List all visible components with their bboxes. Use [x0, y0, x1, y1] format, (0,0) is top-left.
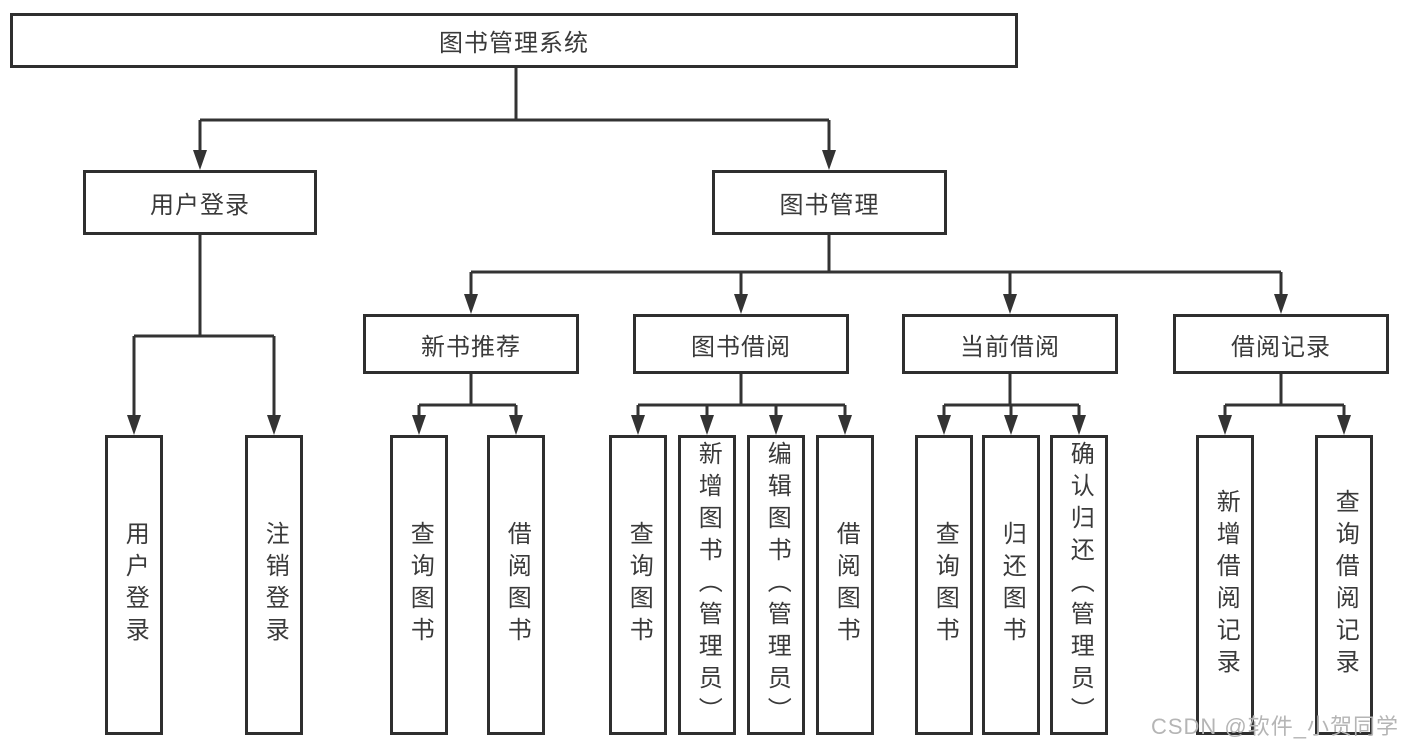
- node-label: 新书推荐: [421, 333, 521, 361]
- leaf-label: 借阅图书: [503, 521, 531, 649]
- leaf-records-query-borrow-record: 查询借阅记录: [1315, 435, 1373, 735]
- node-borrowing-records: 借阅记录: [1173, 314, 1389, 374]
- node-library-management-system: 图书管理系统: [10, 13, 1018, 68]
- node-user-login: 用户登录: [83, 170, 317, 235]
- leaf-label: 归还图书: [998, 521, 1026, 649]
- connector-new-book-recommendation-to-leaves: [412, 374, 523, 435]
- csdn-watermark: CSDN @软件_小贺同学: [1150, 714, 1399, 739]
- connector-root-to-level2: [193, 68, 836, 170]
- leaf-label: 新增图书（管理员）: [694, 441, 722, 729]
- leaf-borrow-edit-books-admin: 编辑图书（管理员）: [747, 435, 805, 735]
- node-book-borrowing: 图书借阅: [633, 314, 849, 374]
- leaf-label: 查询图书: [406, 521, 434, 649]
- leaf-borrow-query-books: 查询图书: [609, 435, 667, 735]
- node-label: 借阅记录: [1231, 333, 1331, 361]
- node-label: 用户登录: [150, 192, 250, 219]
- leaf-records-add-borrow-record: 新增借阅记录: [1196, 435, 1254, 735]
- leaf-borrow-borrow-books: 借阅图书: [816, 435, 874, 735]
- leaf-label: 确认归还（管理员）: [1066, 441, 1094, 729]
- leaf-logout: 注销登录: [245, 435, 303, 735]
- leaf-current-return-books: 归还图书: [982, 435, 1040, 735]
- leaf-new-rec-query-books: 查询图书: [390, 435, 448, 735]
- leaf-label: 查询图书: [931, 521, 959, 649]
- node-label: 图书管理系统: [439, 30, 589, 57]
- leaf-label: 借阅图书: [832, 521, 860, 649]
- leaf-current-query-books: 查询图书: [915, 435, 973, 735]
- node-new-book-recommendation: 新书推荐: [363, 314, 579, 374]
- node-book-management: 图书管理: [712, 170, 947, 235]
- node-label: 当前借阅: [960, 333, 1060, 361]
- connector-current-borrowing-to-leaves: [937, 374, 1086, 435]
- leaf-label: 用户登录: [121, 521, 149, 649]
- connector-book-borrowing-to-leaves: [631, 374, 852, 435]
- node-current-borrowing: 当前借阅: [902, 314, 1118, 374]
- connector-user-login-to-leaves: [127, 235, 281, 435]
- node-label: 图书管理: [779, 192, 880, 219]
- leaf-label: 查询图书: [625, 521, 653, 649]
- connector-borrowing-records-to-leaves: [1218, 374, 1351, 435]
- leaf-user-login: 用户登录: [105, 435, 163, 735]
- connector-book-management-to-level3: [464, 235, 1288, 314]
- leaf-label: 查询借阅记录: [1331, 489, 1359, 681]
- leaf-borrow-add-books-admin: 新增图书（管理员）: [678, 435, 736, 735]
- node-label: 图书借阅: [691, 333, 791, 361]
- leaf-label: 注销登录: [261, 521, 289, 649]
- leaf-label: 编辑图书（管理员）: [763, 441, 791, 729]
- leaf-label: 新增借阅记录: [1212, 489, 1240, 681]
- leaf-new-rec-borrow-books: 借阅图书: [487, 435, 545, 735]
- leaf-current-confirm-return-admin: 确认归还（管理员）: [1050, 435, 1108, 735]
